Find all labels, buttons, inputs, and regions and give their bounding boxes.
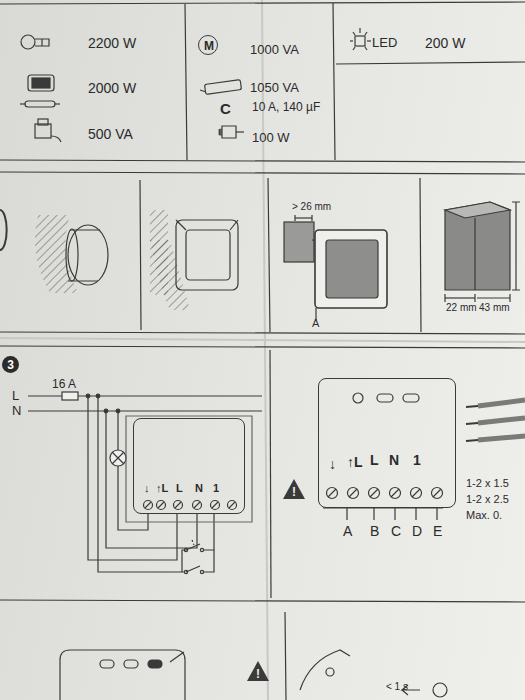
power-rating: 1050 VA <box>250 81 299 94</box>
terminal-label: ↑L <box>347 455 363 469</box>
warning-triangle: ! <box>282 478 306 500</box>
terminal-label: 1 <box>213 483 219 494</box>
symbol-text: ! <box>256 668 260 680</box>
power-rating: 500 VA <box>88 127 133 141</box>
power-rating: 200 W <box>425 36 465 50</box>
part-letter: A <box>312 318 319 329</box>
dimension: > 26 mm <box>292 202 331 212</box>
symbol-text: 3 <box>7 359 14 371</box>
terminal-label: ↓ <box>329 457 336 471</box>
terminal-label: N <box>195 483 203 494</box>
wire-spec: Max. 0. <box>466 510 502 521</box>
neutral-label: N <box>12 404 21 417</box>
led-label: LED <box>372 36 397 49</box>
terminal-letter: B <box>370 524 379 538</box>
terminal-label: ↓ <box>144 483 150 494</box>
line-label: L <box>12 389 19 402</box>
motor-symbol: M <box>198 35 218 55</box>
power-rating: 2200 W <box>88 36 136 50</box>
warning-triangle: ! <box>246 660 270 682</box>
power-rating: 100 W <box>252 131 290 144</box>
power-rating: 1000 VA <box>250 43 299 56</box>
symbol-text: ! <box>292 486 296 498</box>
capacitor-letter: C <box>220 101 231 116</box>
terminal-letter: A <box>343 524 352 538</box>
power-rating: 2000 W <box>88 81 136 95</box>
terminal-label: N <box>389 453 399 467</box>
dimension: 22 mm <box>446 303 477 313</box>
terminal-label: 1 <box>413 453 421 467</box>
capacitor-rating: 10 A, 140 µF <box>252 101 320 113</box>
terminal-letter: D <box>412 524 422 538</box>
terminal-letter: E <box>433 524 442 538</box>
terminal-label: L <box>176 483 183 494</box>
wire-spec: 1-2 x 2.5 <box>466 494 509 505</box>
time-label: < 1 s <box>386 682 408 692</box>
fuse-rating: 16 A <box>52 378 76 390</box>
terminal-letter: C <box>391 524 401 538</box>
wire-spec: 1-2 x 1.5 <box>466 478 509 489</box>
module-schematic: ↓ ↑L L N1 <box>133 418 245 514</box>
terminal-label: ↑L <box>156 483 168 494</box>
terminal-label: L <box>370 453 379 467</box>
symbol-text: M <box>204 40 214 52</box>
dimension: 43 mm <box>479 303 510 313</box>
step-number: 3 <box>2 356 19 373</box>
module-front: ↓ ↑L LN1 <box>318 378 456 508</box>
